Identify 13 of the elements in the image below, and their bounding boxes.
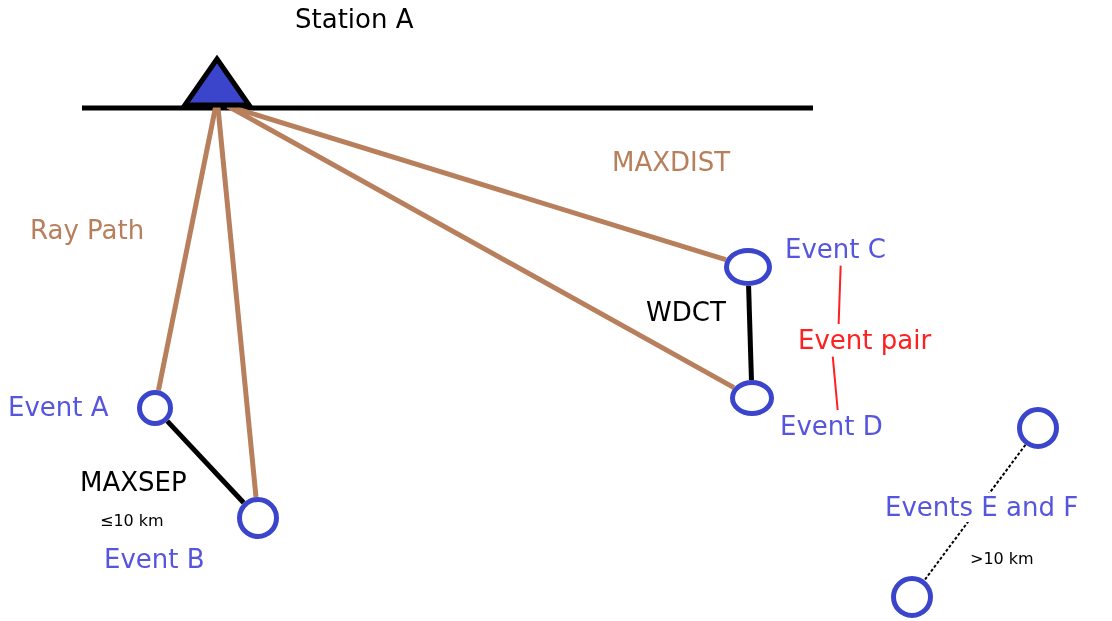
annotation-text: Events E and F — [885, 493, 1079, 522]
ray-path-line — [746, 285, 754, 381]
dashed-line — [923, 443, 1027, 582]
event-label: Event A — [8, 393, 109, 422]
annotation-text: Ray Path — [30, 216, 145, 245]
event-label: Event C — [785, 235, 886, 264]
station-label: Station A — [295, 5, 414, 34]
leader-line — [837, 264, 842, 325]
leader-line — [831, 355, 839, 411]
event-label: Event B — [104, 545, 205, 574]
annotation-text: Event pair — [798, 326, 932, 355]
ray-path-line — [165, 419, 246, 505]
event-label: Event D — [780, 412, 883, 441]
